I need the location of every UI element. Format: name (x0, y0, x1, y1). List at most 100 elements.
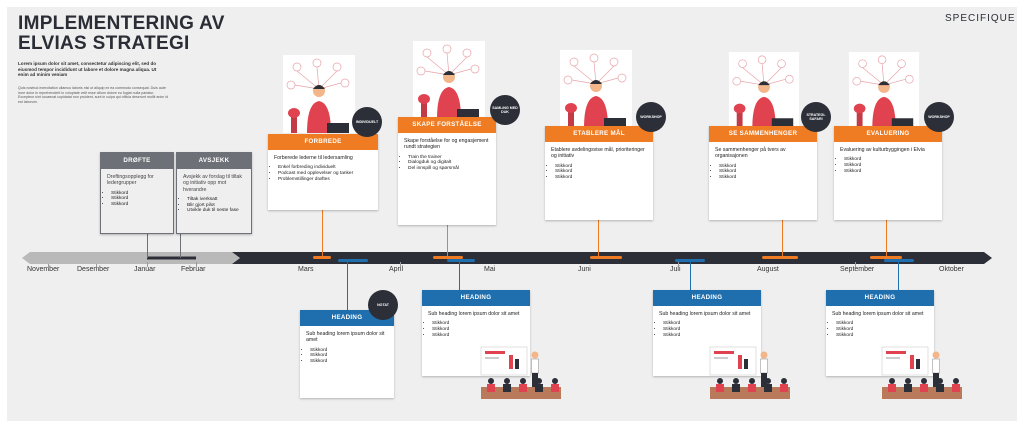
phase-card-heading: EVALUERING (834, 126, 942, 142)
activity-card-heading-1: HEADING Sub heading lorem ipsum dolor si… (300, 310, 394, 398)
connector-line (690, 262, 691, 290)
format-badge: STRATEGI-SAFARI (801, 102, 831, 132)
list-item: Stikkord (555, 169, 653, 175)
list-item: Stikkord (111, 196, 173, 202)
list-item: Stikkord (432, 327, 530, 333)
presentation-audience-icon (881, 346, 962, 399)
activity-card-list: Stikkord Stikkord Stikkord (653, 321, 761, 338)
activity-card-list: Stikkord Stikkord Stikkord (826, 321, 934, 338)
month-januar: Januar (134, 266, 156, 273)
timeline-marker (433, 256, 463, 259)
list-item: Stikkord (663, 321, 761, 327)
list-item: Stikkord (844, 163, 942, 169)
list-item: Dialogduk og digitalt (408, 160, 496, 166)
activity-card-list: Stikkord Stikkord Stikkord (422, 321, 530, 338)
phase-card-desc: Avsjekk av forslag til tiltak og initiat… (183, 174, 243, 193)
phase-card-se-sammenhenger: SE SAMMENHENGER Se sammenhenger på tvers… (709, 126, 817, 220)
list-item: Stikkord (310, 359, 394, 365)
list-item: Stikkord (310, 348, 394, 354)
activity-card-heading: HEADING (422, 290, 530, 306)
connector-line (322, 210, 323, 258)
format-badge: INDIVIDUELT (352, 107, 382, 137)
phase-card-heading: ETABLERE MÅL (545, 126, 653, 142)
list-item: Enkel forbreding individuelt (278, 165, 378, 171)
presentation-audience-icon (480, 346, 561, 399)
phase-card-list: Train the trainer Dialogduk og digitalt … (398, 155, 496, 172)
list-item: Stikkord (719, 164, 817, 170)
list-item: Stikkord (663, 327, 761, 333)
phase-card-avsjekk: AVSJEKK Avsjekk av forslag til tiltak og… (176, 152, 252, 234)
phase-card-skape-forstaelse: SKAPE FORSTÅELSE Skape forståelse for og… (398, 117, 496, 225)
month-mars: Mars (298, 266, 314, 273)
phase-card-etablere-mal: ETABLERE MÅL Etablere avdelingsvise mål,… (545, 126, 653, 220)
phase-card-list: Stikkord Stikkord Stikkord (545, 164, 653, 181)
connector-line (459, 262, 460, 290)
format-badge: SAMLING MED DUK (490, 95, 520, 125)
month-desember: Desember (77, 266, 110, 273)
intro-lead: Lorem ipsum dolor sit amet, consectetur … (18, 61, 157, 78)
month-juni: Juni (578, 266, 591, 273)
phase-card-desc: Skape forståelse for og engasjement rund… (404, 138, 489, 151)
connector-line (898, 262, 899, 290)
presentation-audience-icon (709, 346, 790, 399)
format-badge: NOTAT (368, 290, 398, 320)
month-april: April (389, 266, 404, 273)
connector-line (782, 220, 783, 258)
list-item: Stikkord (555, 164, 653, 170)
phase-card-heading: SKAPE FORSTÅELSE (398, 117, 496, 133)
phase-card-desc: Forberede lederne til ledersamling (274, 155, 353, 161)
activity-card-desc: Sub heading lorem ipsum dolor sit amet (659, 311, 751, 317)
list-item: Stikkord (836, 321, 934, 327)
activity-card-desc: Sub heading lorem ipsum dolor sit amet (428, 311, 520, 317)
phase-card-list: Stikkord Stikkord Stikkord (834, 157, 942, 174)
activity-card-desc: Sub heading lorem ipsum dolor sit amet (306, 331, 385, 344)
timeline-marker (870, 256, 902, 259)
list-item: Stikkord (719, 169, 817, 175)
list-item: Tiltak iverksatt (187, 197, 251, 203)
month-november: November (27, 266, 60, 273)
month-tick (855, 262, 856, 267)
phase-card-list: Enkel forbreding individuelt Podcast med… (268, 165, 378, 182)
list-item: Stikkord (310, 353, 394, 359)
activity-card-heading: HEADING (826, 290, 934, 306)
connector-line (447, 225, 448, 258)
phase-card-drofte: DRØFTE Dreftingsopplegg for ledergrupper… (100, 152, 174, 234)
timeline-marker (447, 259, 475, 262)
list-item: Stikkord (555, 175, 653, 181)
connector-line (886, 220, 887, 258)
activity-card-heading: HEADING (653, 290, 761, 306)
activity-card-list: Stikkord Stikkord Stikkord (300, 348, 394, 365)
list-item: Stikkord (432, 321, 530, 327)
connector-line (347, 262, 348, 310)
list-item: Stikkord (719, 175, 817, 181)
timeline-marker (675, 259, 705, 262)
month-juli: Juli (670, 266, 681, 273)
phase-card-desc: Dreftingsopplegg for ledergrupper (107, 174, 154, 187)
phase-card-list: Tiltak iverksatt Blir gjort pilot Utvikl… (177, 197, 251, 214)
month-tick (196, 262, 197, 267)
list-item: Stikkord (663, 333, 761, 339)
page-title: IMPLEMENTERING AV ELVIAS STRATEGI (18, 13, 225, 54)
month-mai: Mai (484, 266, 496, 273)
timeline-marker (762, 256, 798, 259)
phase-card-list: Stikkord Stikkord Stikkord (101, 191, 173, 208)
month-februar: Februar (181, 266, 206, 273)
phase-card-heading: DRØFTE (101, 153, 173, 169)
phase-card-desc: Etablere avdelingsvise mål, prioritering… (551, 147, 645, 160)
list-item: Blir gjort pilot (187, 203, 251, 209)
person-with-ideas-icon (413, 41, 485, 119)
connector-line (180, 234, 181, 258)
list-item: Stikkord (111, 202, 173, 208)
list-item: Stikkord (111, 191, 173, 197)
month-august: August (757, 266, 779, 273)
person-with-ideas-icon (560, 50, 632, 128)
month-oktober: Oktober (939, 266, 964, 273)
list-item: Stikkord (844, 157, 942, 163)
month-september: September (840, 266, 875, 273)
activity-card-desc: Sub heading lorem ipsum dolor sit amet (832, 311, 924, 317)
connector-line (147, 234, 148, 258)
person-with-ideas-icon (848, 52, 920, 128)
list-item: Stikkord (844, 169, 942, 175)
list-item: Utvikle duk til neste fase (187, 208, 251, 214)
month-tick (48, 264, 49, 267)
